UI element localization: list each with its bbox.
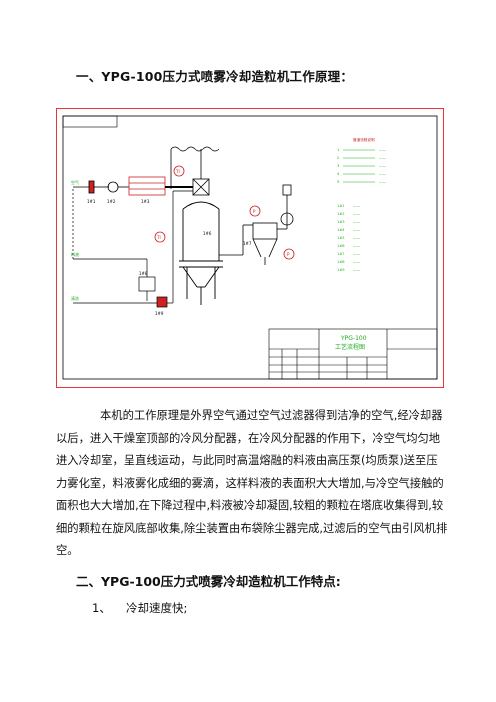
cold-air-distributor [170,146,220,196]
section-heading-features: 二、YPG-100压力式喷雾冷却造粒机工作特点: [76,574,341,589]
process-flow-drawing-frame: 空气 1#1 1#2 1#3 TI 1#6 [56,108,444,388]
svg-text:——: —— [379,156,387,160]
title-block-line2: 工艺流程图 [335,343,365,351]
svg-text:——: —— [379,180,387,184]
svg-text:——: —— [353,268,361,272]
gauge-tower [154,231,166,243]
principle-paragraph: 本机的工作原理是外界空气通过空气过滤器得到洁净的空气,经冷却器以后，进入干燥室顶… [56,405,448,563]
svg-text:1#2: 1#2 [337,212,345,216]
svg-text:P: P [287,252,290,257]
svg-text:TI: TI [156,235,161,240]
svg-text:1#1: 1#1 [337,204,345,208]
air-inlet-line [73,176,193,196]
svg-text:1#2: 1#2 [107,199,116,204]
svg-text:——: —— [379,148,387,152]
label-air-inlet: 空气 [71,179,79,185]
svg-text:TI: TI [175,169,180,174]
gauge-fan [283,248,295,260]
legend-equipment: 1#1 —— 1#2 —— 1#3 —— 1#4 —— 1#5 —— 1#6 —— 1#7 —… [337,204,361,272]
cyclone-separator [219,205,288,265]
title-block [268,328,438,380]
svg-text:——: —— [379,164,387,168]
feed-tank [138,276,156,292]
title-block-line1: YPG-100 [340,335,367,342]
svg-text:——: —— [379,172,387,176]
svg-text:1#7: 1#7 [243,241,252,246]
svg-text:1#1: 1#1 [87,199,96,204]
svg-text:1#4: 1#4 [337,228,345,232]
svg-text:P: P [253,209,256,214]
label-feed-1: 料液 [71,251,79,257]
feed-lines [72,187,193,308]
svg-text:——: —— [353,252,361,256]
svg-text:管道流程说明: 管道流程说明 [353,137,375,142]
list-item: 1、 冷却速度快; [92,600,187,616]
svg-text:1#8: 1#8 [139,271,148,276]
label-feed-2: 清洗 [71,295,79,301]
svg-text:1#6: 1#6 [337,244,345,248]
svg-text:——: —— [353,236,361,240]
high-pressure-pump [156,296,168,308]
gauge-top [173,165,185,177]
svg-text:5: 5 [337,180,339,184]
svg-text:——: —— [353,260,361,264]
exhaust-fan [280,184,294,226]
svg-text:2: 2 [337,156,339,160]
svg-text:——: —— [353,212,361,216]
svg-text:1#5: 1#5 [337,236,345,240]
svg-text:1#9: 1#9 [337,268,345,272]
process-flow-diagram: 空气 1#1 1#2 1#3 TI 1#6 [62,115,438,380]
svg-text:1#8: 1#8 [337,260,345,264]
drawing-border [62,115,438,380]
svg-text:1#3: 1#3 [337,220,345,224]
svg-text:1#7: 1#7 [337,252,345,256]
svg-text:——: —— [353,204,361,208]
gauge-cyclone [249,205,261,217]
section-heading-principle: 一、YPG-100压力式喷雾冷却造粒机工作原理： [76,69,354,84]
svg-text:1: 1 [337,148,339,152]
list-item-number: 1、 [92,601,111,615]
air-cooler [128,176,166,196]
drawing-corner-tag [62,115,118,128]
svg-text:——: —— [353,244,361,248]
svg-text:3: 3 [337,164,339,168]
svg-text:4: 4 [337,172,340,176]
list-item-text: 冷却速度快; [126,601,188,615]
svg-text:1#9: 1#9 [155,311,164,316]
svg-text:1#6: 1#6 [203,231,212,236]
legend-pipeline: 管道流程说明 1 —— 2 —— 3 —— 4 —— 5 —— [337,137,387,184]
cooling-tower [179,201,223,305]
svg-text:——: —— [353,228,361,232]
svg-text:1#3: 1#3 [141,199,150,204]
principle-text: 本机的工作原理是外界空气通过空气过滤器得到洁净的空气,经冷却器以后，进入干燥室顶… [56,409,448,557]
svg-text:——: —— [353,220,361,224]
